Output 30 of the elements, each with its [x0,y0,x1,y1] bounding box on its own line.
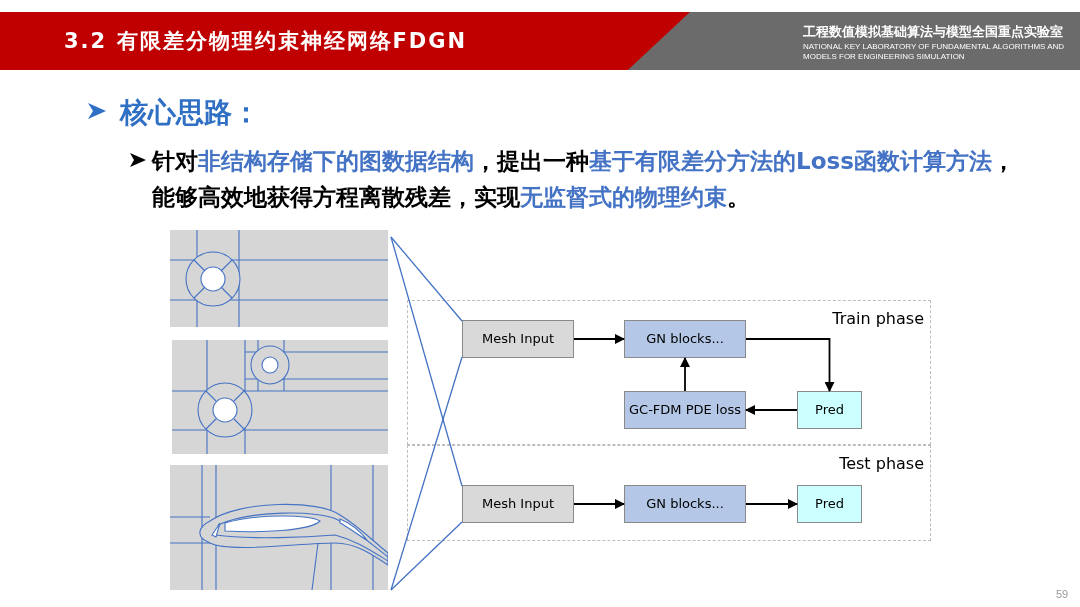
process-box: Pred [797,391,862,429]
page-number: 59 [1056,587,1069,602]
arrow [745,499,798,509]
phase-panel [407,445,931,541]
body-text: 针对非结构存储下的图数据结构，提出一种基于有限差分方法的Loss函数计算方法，能够高效地获得方程离散残差，实现无监督式的物理约束。 [152,147,1016,212]
connector-line [390,521,463,591]
arrow [573,499,625,509]
connector-line [390,236,463,487]
arrow [745,338,835,392]
mesh-picture [170,230,388,327]
phase-title: Train phase [832,308,924,330]
phase-title: Test phase [839,453,924,475]
arrow [680,357,690,392]
process-box: GN blocks... [624,485,746,523]
process-box: GN blocks... [624,320,746,358]
section-heading: 核心思路： [120,95,260,131]
arrow [745,405,798,415]
process-box: Mesh Input [462,320,574,358]
lab-subtitle: NATIONAL KEY LABORATORY OF FUNDAMENTAL ALGORITHMS AND MODELS FOR ENGINEERING SIMULATION [803,42,1066,62]
process-box: GC-FDM PDE loss [624,391,746,429]
slide-title: 3.2 有限差分物理约束神经网络FDGN [64,28,468,55]
connector-line [390,356,463,591]
mesh-picture [170,465,388,590]
mesh-picture [172,340,388,454]
process-box: Pred [797,485,862,523]
arrow [573,334,625,344]
connector-line [390,236,463,322]
phase-panel [407,300,931,445]
lab-name: 工程数值模拟基础算法与模型全国重点实验室 [803,23,1063,41]
process-box: Mesh Input [462,485,574,523]
